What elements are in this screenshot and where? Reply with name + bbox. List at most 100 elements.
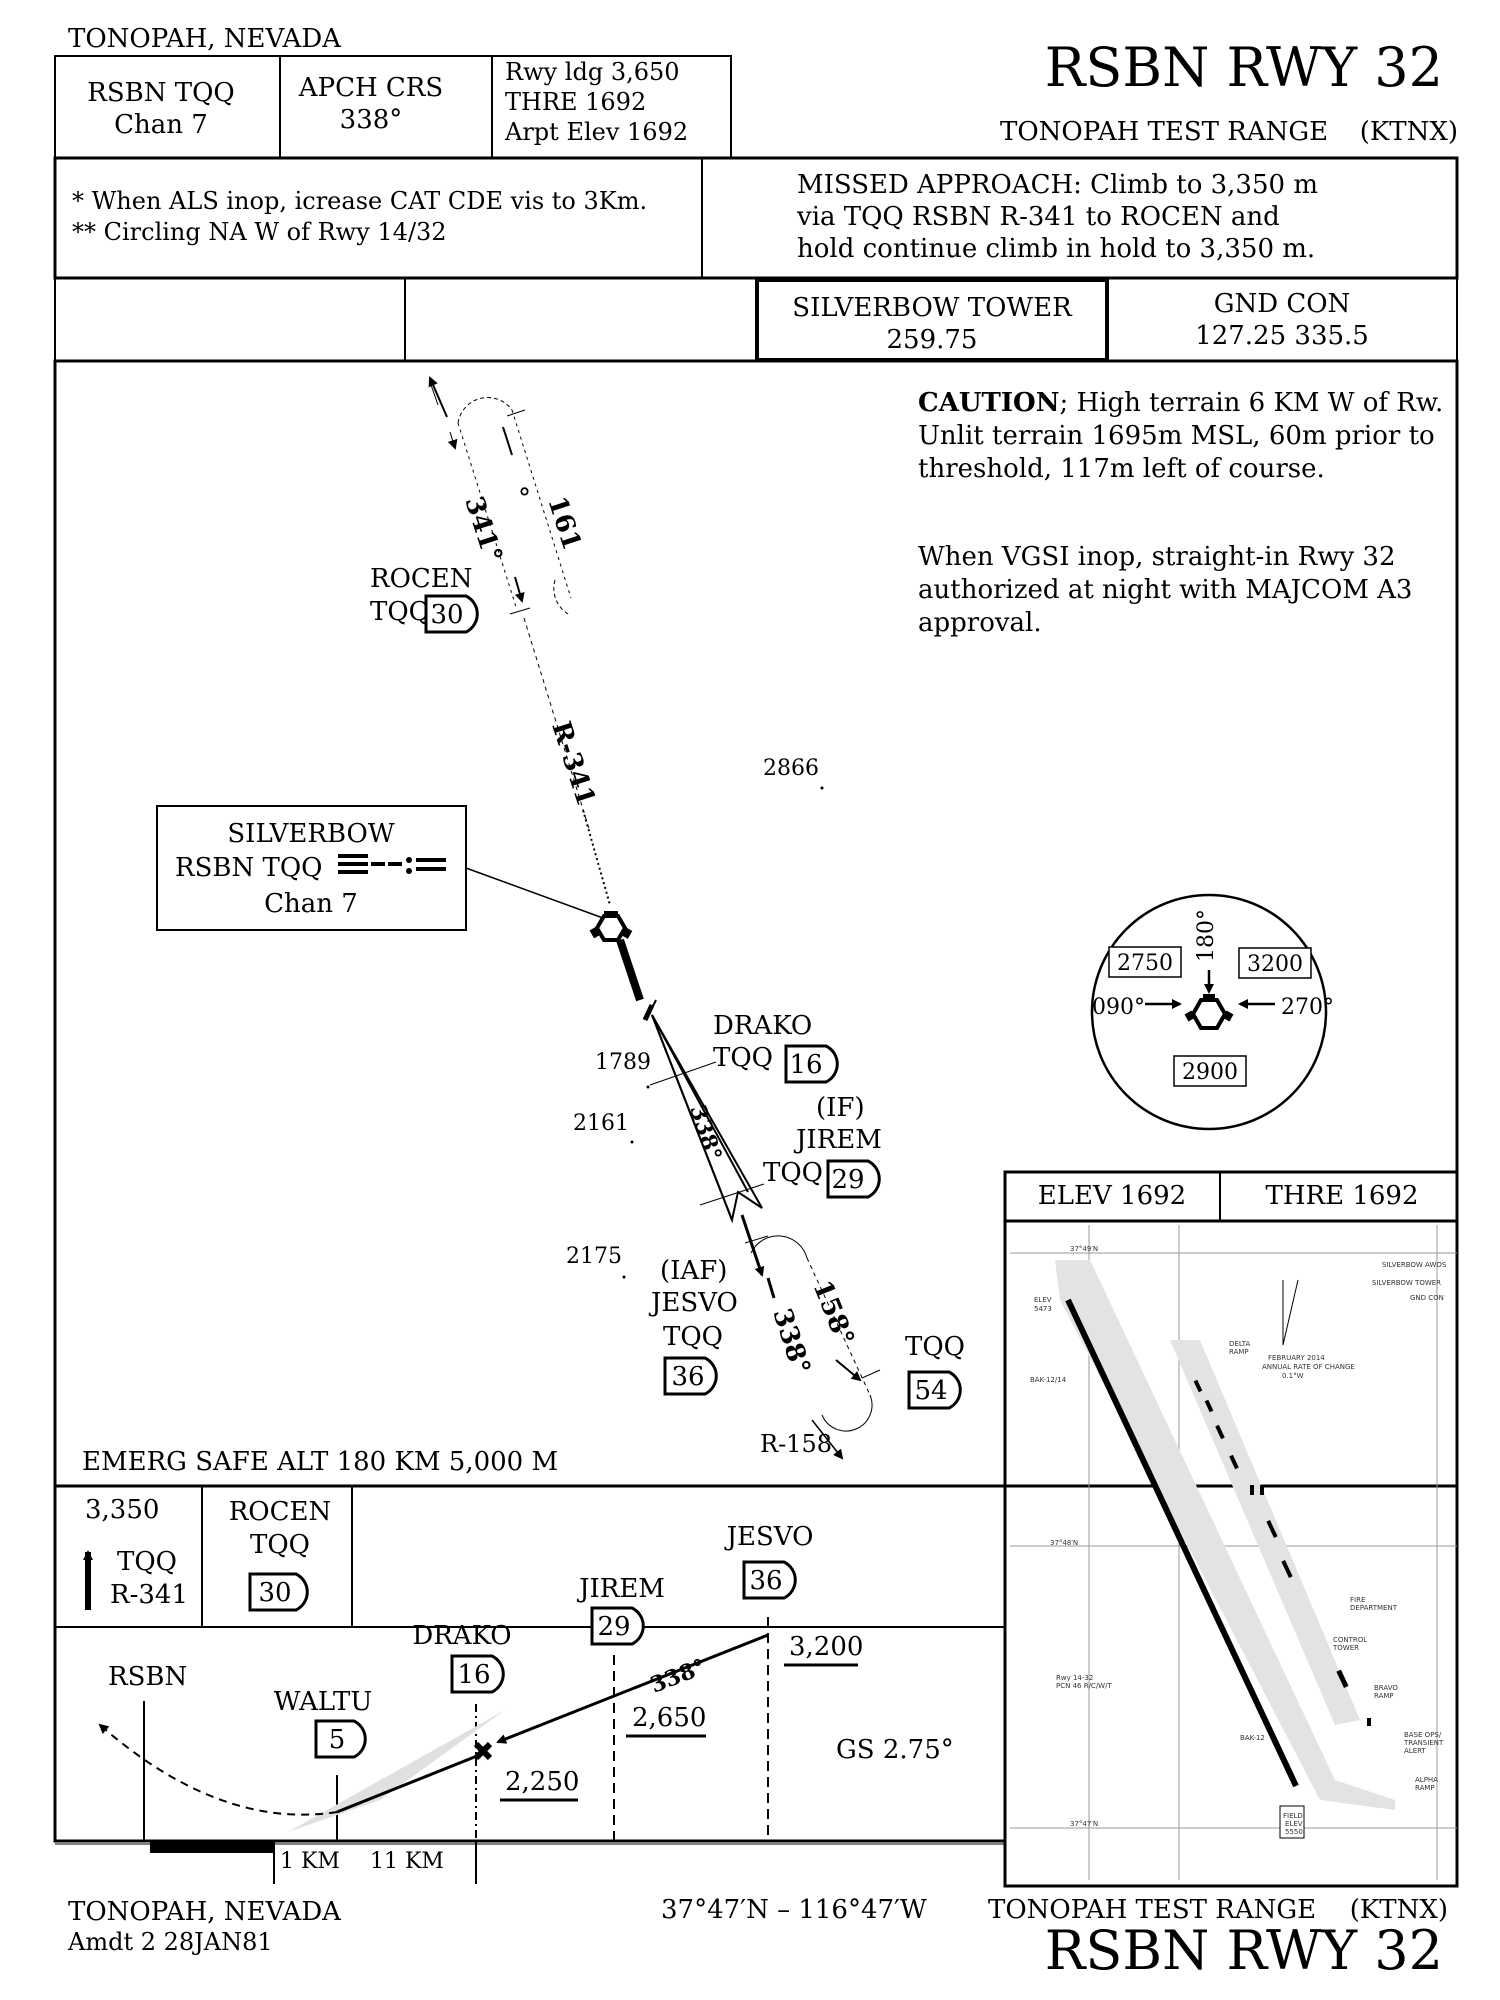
radial-158: R-158 xyxy=(760,1430,832,1458)
rocen-tqq: TQQ xyxy=(370,597,430,627)
airport-diagram-frame xyxy=(1003,1219,1459,1888)
profile-jirem-dme-box xyxy=(590,1606,645,1646)
final-approach-feather xyxy=(642,999,765,1224)
missed-approach-3: hold continue climb in hold to 3,350 m. xyxy=(797,234,1315,264)
header-thre: THRE 1692 xyxy=(505,88,646,116)
svg-text:CONTROL: CONTROL xyxy=(1333,1636,1367,1644)
vgsi-note-1: When VGSI inop, straight-in Rwy 32 xyxy=(918,542,1396,572)
missed-approach-1: MISSED APPROACH: Climb to 3,350 m xyxy=(797,170,1318,200)
apch-crs-value: 338° xyxy=(340,105,403,135)
profile-rsbn: RSBN xyxy=(108,1662,187,1692)
svg-text:DELTA: DELTA xyxy=(1229,1340,1250,1348)
footer-location: TONOPAH, NEVADA xyxy=(68,1897,342,1927)
svg-text:ELEV: ELEV xyxy=(1034,1296,1052,1304)
footer-coordinates: 37°47′N – 116°47′W xyxy=(661,1895,927,1925)
emerg-safe-alt: EMERG SAFE ALT 180 KM 5,000 M xyxy=(82,1447,558,1477)
tqq54-dme-box xyxy=(907,1370,962,1410)
svg-text:FIELD: FIELD xyxy=(1283,1812,1303,1820)
glideslope-wedge xyxy=(288,1710,505,1832)
footer-icao: (KTNX) xyxy=(1350,1895,1448,1925)
course-158: 158° xyxy=(807,1276,860,1350)
jesvo-name: JESVO xyxy=(648,1288,738,1318)
svg-text:BAK-12/14: BAK-12/14 xyxy=(1030,1376,1067,1384)
svg-text:RAMP: RAMP xyxy=(1229,1348,1249,1356)
note-als: * When ALS inop, icrease CAT CDE vis to … xyxy=(72,187,647,215)
msa-circle xyxy=(1090,893,1328,1131)
spot-elev-2866: 2866 xyxy=(763,756,819,781)
svg-text:PCN 46 R/C/W/T: PCN 46 R/C/W/T xyxy=(1056,1682,1112,1690)
svg-text:DEPARTMENT: DEPARTMENT xyxy=(1350,1604,1398,1612)
arpt-elev: Arpt Elev 1692 xyxy=(504,118,688,146)
radial-341: R-341 xyxy=(545,718,600,810)
scale-1km: 1 KM xyxy=(280,1849,340,1874)
tower-freq: 259.75 xyxy=(887,325,978,355)
msa-2750: 2750 xyxy=(1117,951,1173,976)
caution-text-2: Unlit terrain 1695m MSL, 60m prior to xyxy=(918,421,1435,451)
vgsi-note-2: authorized at night with MAJCOM A3 xyxy=(918,575,1412,605)
svg-text:5550: 5550 xyxy=(1285,1828,1303,1836)
profile-jesvo-dist: 36 xyxy=(749,1566,782,1596)
svg-text:BRAVO: BRAVO xyxy=(1374,1684,1398,1692)
nav-chan: Chan 7 xyxy=(114,110,208,140)
profile-waltu-dme-box xyxy=(314,1719,367,1759)
svg-text:0.1°W: 0.1°W xyxy=(1282,1372,1304,1380)
svg-text:TRANSIENT: TRANSIENT xyxy=(1403,1739,1444,1747)
profile-waltu-name: WALTU xyxy=(274,1687,373,1717)
runway-14-32 xyxy=(1065,1298,1299,1788)
profile-jirem-name: JIREM xyxy=(576,1574,665,1604)
svg-text:ALPHA: ALPHA xyxy=(1415,1776,1438,1784)
caution-text-3: threshold, 117m left of course. xyxy=(918,454,1325,484)
jirem-name: JIREM xyxy=(793,1125,882,1155)
hold-outbound-course: 161 xyxy=(541,493,586,554)
svg-text:Rwy 14-32: Rwy 14-32 xyxy=(1056,1674,1093,1682)
msa-3200: 3200 xyxy=(1247,952,1303,977)
navaid-name: SILVERBOW xyxy=(227,819,394,849)
procedure-turn xyxy=(740,1214,881,1460)
vgsi-note-3: approval. xyxy=(918,608,1042,638)
jirem-tqq: TQQ xyxy=(763,1158,823,1188)
profile-rocen-dist: 30 xyxy=(258,1578,291,1608)
svg-text:SILVERBOW TOWER: SILVERBOW TOWER xyxy=(1372,1279,1441,1287)
rocen-dme-box xyxy=(424,594,479,634)
profile-rocen-name: ROCEN xyxy=(229,1497,332,1527)
hold-degree-mark: ° xyxy=(518,484,531,514)
scale-11km: 11 KM xyxy=(370,1849,444,1874)
msa-270: 270° xyxy=(1281,995,1334,1020)
gnd-label: GND CON xyxy=(1214,289,1351,319)
airport-thre: THRE 1692 xyxy=(1265,1181,1418,1211)
drako-name: DRAKO xyxy=(713,1011,812,1041)
svg-text:ELEV: ELEV xyxy=(1285,1820,1303,1828)
profile-drako-name: DRAKO xyxy=(412,1621,511,1651)
runway-profile-bar xyxy=(150,1840,274,1853)
alt-2650: 2,650 xyxy=(632,1703,706,1733)
profile-jesvo-dme-box xyxy=(742,1560,797,1600)
profile-rocen-dme-box xyxy=(248,1572,309,1612)
caution-text-1: CAUTION; High terrain 6 KM W of Rw. xyxy=(918,388,1443,418)
jesvo-course-label: 338° xyxy=(766,1305,815,1378)
msa-090: 090° xyxy=(1092,995,1145,1020)
svg-text:ANNUAL RATE OF CHANGE: ANNUAL RATE OF CHANGE xyxy=(1262,1363,1355,1371)
drako-tqq: TQQ xyxy=(713,1043,773,1073)
profile-rocen-tqq: TQQ xyxy=(250,1530,310,1560)
profile-course: 338° xyxy=(647,1654,709,1699)
profile-waltu-dist: 5 xyxy=(329,1725,346,1755)
profile-drako-dist: 16 xyxy=(457,1660,490,1690)
holding-pattern xyxy=(428,376,572,616)
header-airport: TONOPAH TEST RANGE xyxy=(1000,117,1328,147)
svg-text:RAMP: RAMP xyxy=(1374,1692,1394,1700)
msa-2900: 2900 xyxy=(1182,1060,1238,1085)
svg-text:FIRE: FIRE xyxy=(1350,1596,1365,1604)
jesvo-tqq: TQQ xyxy=(663,1322,723,1352)
missed-approach-2: via TQQ RSBN R-341 to ROCEN and xyxy=(796,202,1280,232)
spot-elev-1789: 1789 xyxy=(595,1050,651,1075)
faf-cross-icon xyxy=(473,1741,493,1761)
tqq54-tqq: TQQ xyxy=(905,1332,965,1362)
morse-code xyxy=(338,854,446,874)
hold-inbound-course: 341° xyxy=(458,493,507,566)
svg-text:ALERT: ALERT xyxy=(1404,1747,1426,1755)
ma-tqq: TQQ xyxy=(117,1547,177,1577)
rocen-dist: 30 xyxy=(430,600,463,630)
svg-text:37°47′N: 37°47′N xyxy=(1070,1820,1098,1828)
footer-title: RSBN RWY 32 xyxy=(1045,1919,1443,1982)
